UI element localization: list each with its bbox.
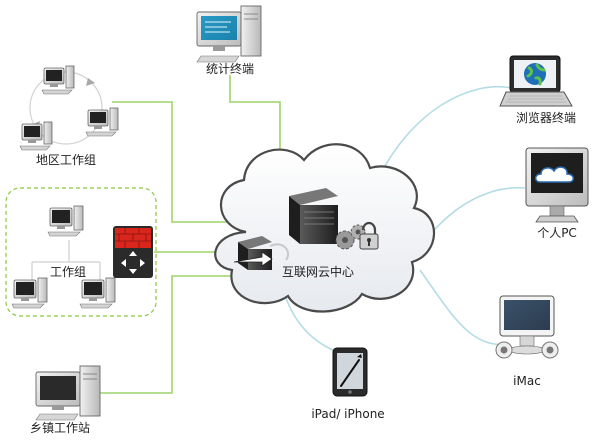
imac-label: iMac bbox=[513, 374, 541, 388]
green-links bbox=[100, 75, 281, 394]
sync-server-icon bbox=[233, 236, 289, 270]
link-regional-group bbox=[112, 101, 252, 223]
workgroup-label: 工作组 bbox=[49, 265, 87, 279]
desktop-icon bbox=[85, 107, 119, 137]
desktop-icon bbox=[11, 277, 48, 309]
gear-lock-icon bbox=[335, 221, 379, 250]
desktop-icon bbox=[19, 121, 53, 151]
desktop-icon bbox=[79, 277, 116, 309]
township-station-computer bbox=[35, 365, 101, 421]
link-browser-terminal bbox=[374, 86, 513, 186]
personal-pc-label: 个人PC bbox=[537, 226, 577, 240]
desktop-icon bbox=[47, 205, 84, 237]
township-station-label: 乡镇工作站 bbox=[29, 421, 91, 435]
desktop-icon bbox=[41, 65, 75, 95]
regional-group-label: 地区工作组 bbox=[35, 153, 97, 167]
imac-icon bbox=[495, 295, 559, 359]
browser-terminal-label: 浏览器终端 bbox=[515, 111, 577, 125]
link-personal-pc bbox=[429, 186, 526, 236]
firewall-icon bbox=[113, 226, 153, 278]
link-township-station bbox=[100, 275, 242, 394]
link-stats-terminal bbox=[229, 75, 281, 168]
link-imac bbox=[419, 269, 506, 346]
stats-terminal-label: 统计终端 bbox=[205, 62, 255, 76]
tablet-icon bbox=[332, 347, 368, 397]
ipad-iphone-label: iPad/ iPhone bbox=[311, 407, 385, 421]
cloud-center-label: 互联网云中心 bbox=[281, 265, 355, 279]
laptop-browser-icon bbox=[499, 55, 573, 107]
stats-terminal-computer bbox=[196, 5, 262, 63]
cloud-server-icon bbox=[289, 188, 338, 244]
workgroup-wiring bbox=[31, 240, 101, 280]
monitor-cloud-icon bbox=[525, 147, 589, 223]
